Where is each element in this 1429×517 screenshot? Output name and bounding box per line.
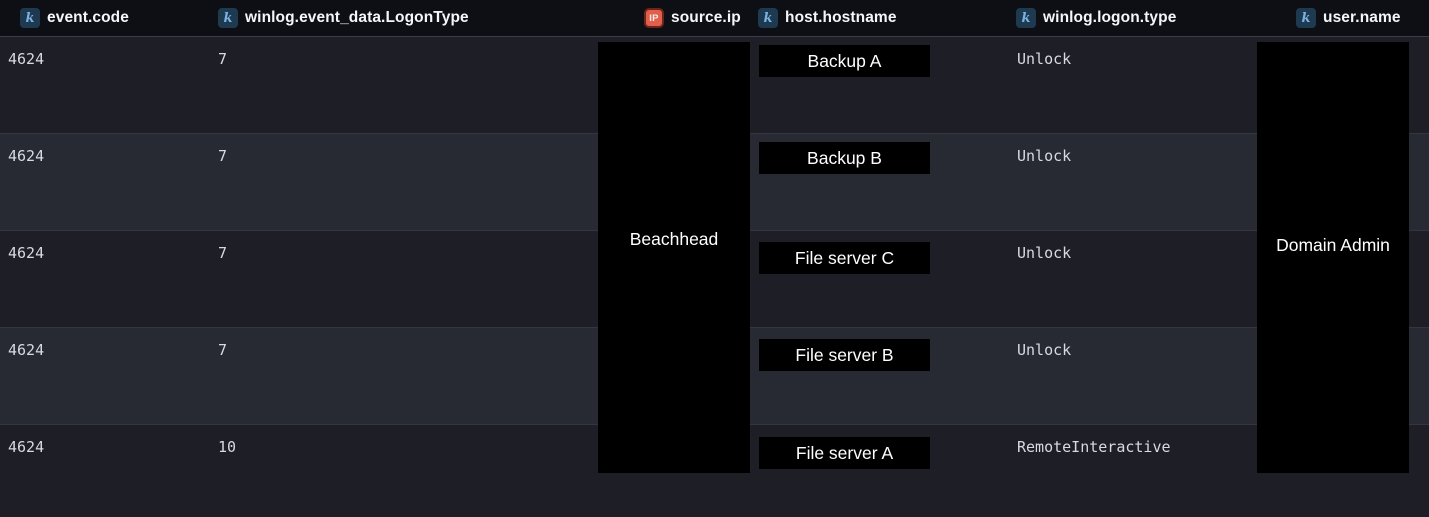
column-header-source-ip[interactable]: IP source.ip <box>644 0 741 36</box>
cell-logon-type[interactable]: Unlock <box>1017 341 1072 359</box>
cell-event-code[interactable]: 4624 <box>8 50 45 68</box>
column-header-event-code[interactable]: k event.code <box>20 0 129 36</box>
keyword-field-icon: k <box>218 8 238 28</box>
cell-logon-type[interactable]: Unlock <box>1017 50 1072 68</box>
cell-logon-type[interactable]: Unlock <box>1017 147 1072 165</box>
cell-event-code[interactable]: 4624 <box>8 244 45 262</box>
column-header-label: winlog.event_data.LogonType <box>245 9 469 26</box>
column-header-label: user.name <box>1323 9 1401 26</box>
source-ip-redaction-label: Beachhead <box>629 229 719 249</box>
column-header-label: host.hostname <box>785 9 897 26</box>
hostname-redaction-box: File server C <box>759 242 930 274</box>
user-name-redaction-label: Domain Admin <box>1276 235 1390 255</box>
cell-logon-type-code[interactable]: 7 <box>218 341 228 359</box>
column-header-label: winlog.logon.type <box>1043 9 1177 26</box>
cell-logon-type-code[interactable]: 7 <box>218 50 228 68</box>
column-header-user-name[interactable]: k user.name <box>1296 0 1401 36</box>
hostname-redaction-box: File server B <box>759 339 930 371</box>
cell-logon-type-code[interactable]: 7 <box>218 244 228 262</box>
column-header-hostname[interactable]: k host.hostname <box>758 0 897 36</box>
keyword-field-icon: k <box>1016 8 1036 28</box>
cell-event-code[interactable]: 4624 <box>8 438 45 456</box>
hostname-redaction-box: Backup A <box>759 45 930 77</box>
cell-event-code[interactable]: 4624 <box>8 341 45 359</box>
cell-logon-type[interactable]: RemoteInteractive <box>1017 438 1171 456</box>
cell-logon-type[interactable]: Unlock <box>1017 244 1072 262</box>
hostname-redaction-box: File server A <box>759 437 930 469</box>
source-ip-redaction-box: Beachhead <box>598 42 750 473</box>
ip-field-icon: IP <box>644 8 664 28</box>
column-header-label: event.code <box>47 9 129 26</box>
column-header-logon-type[interactable]: k winlog.logon.type <box>1016 0 1176 36</box>
column-header-logontype-code[interactable]: k winlog.event_data.LogonType <box>218 0 469 36</box>
cell-logon-type-code[interactable]: 7 <box>218 147 228 165</box>
keyword-field-icon: k <box>20 8 40 28</box>
grid-header-row: k event.code k winlog.event_data.LogonTy… <box>0 0 1429 37</box>
user-name-redaction-box: Domain Admin <box>1257 42 1409 473</box>
column-header-label: source.ip <box>671 9 741 26</box>
keyword-field-icon: k <box>758 8 778 28</box>
cell-event-code[interactable]: 4624 <box>8 147 45 165</box>
cell-logon-type-code[interactable]: 10 <box>218 438 237 456</box>
keyword-field-icon: k <box>1296 8 1316 28</box>
hostname-redaction-box: Backup B <box>759 142 930 174</box>
